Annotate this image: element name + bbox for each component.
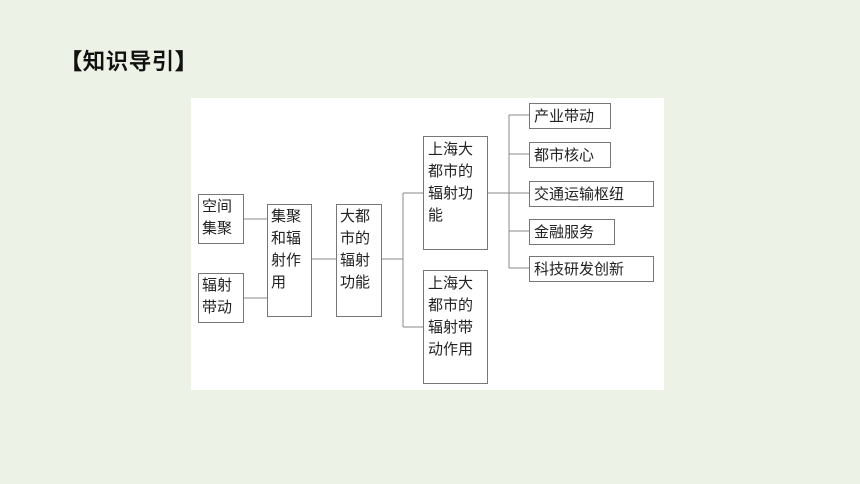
- node-metro-core: 都市核心: [529, 142, 611, 168]
- node-shanghai-radiation-function: 上海大都市的辐射功能: [423, 136, 488, 250]
- page-title: 【知识导引】: [60, 50, 199, 75]
- node-finance-service: 金融服务: [529, 219, 615, 245]
- node-shanghai-radiation-drive: 上海大都市的辐射带动作用: [423, 270, 488, 384]
- node-space-agglomeration: 空间集聚: [198, 194, 244, 244]
- node-agglomeration-and-radiation: 集聚和辐射作用: [267, 204, 312, 317]
- node-metro-radiation-function: 大都市的辐射功能: [336, 204, 382, 317]
- node-radiation-drive: 辐射带动: [198, 273, 244, 323]
- concept-map: 空间集聚 辐射带动 集聚和辐射作用 大都市的辐射功能 上海大都市的辐射功能 上海…: [191, 98, 664, 390]
- node-transport-hub: 交通运输枢纽: [529, 181, 654, 207]
- node-industry-drive: 产业带动: [529, 103, 611, 129]
- node-tech-innovation: 科技研发创新: [529, 256, 654, 282]
- connector-lines: [244, 114, 529, 328]
